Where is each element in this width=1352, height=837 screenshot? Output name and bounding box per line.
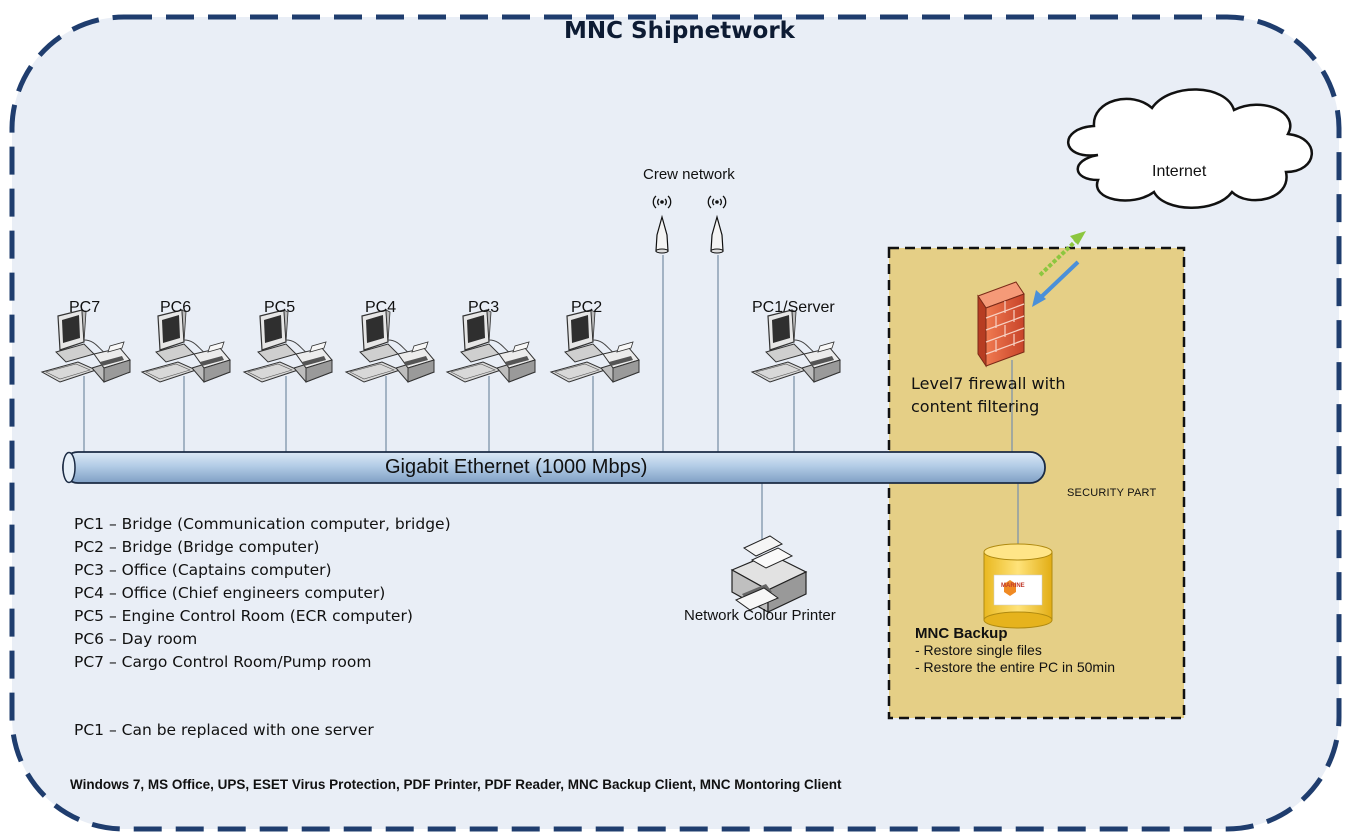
- connection-lines: [83, 255, 1019, 545]
- upload-arrow: [1038, 235, 1082, 277]
- network-printer-icon: [730, 535, 808, 614]
- legend-note: PC1 – Can be replaced with one server: [74, 721, 374, 739]
- internet-cloud: [1067, 88, 1313, 209]
- pc1-server-label: PC1/Server: [752, 299, 835, 316]
- ethernet-label: Gigabit Ethernet (1000 Mbps): [385, 456, 648, 478]
- backup-database-icon: [983, 543, 1053, 629]
- pc-legend: PC1 – Bridge (Communication computer, br…: [74, 513, 451, 674]
- pc2-label: PC2: [571, 299, 603, 316]
- backup-line: - Restore the entire PC in 50min: [915, 659, 1115, 675]
- legend-item: PC5 – Engine Control Room (ECR computer): [74, 607, 413, 625]
- backup-logo-text: MARINE: [1001, 583, 1025, 589]
- pc5-label: PC5: [264, 299, 296, 316]
- pc7-label: PC7: [69, 299, 101, 316]
- firewall-label: Level7 firewall with content filtering: [911, 372, 1065, 418]
- legend-item: PC7 – Cargo Control Room/Pump room: [74, 653, 372, 671]
- firewall-label-line: content filtering: [911, 397, 1040, 416]
- firewall-label-line: Level7 firewall with: [911, 374, 1066, 393]
- security-part-label: SECURITY PART: [1067, 487, 1157, 499]
- download-arrow: [1036, 260, 1080, 302]
- legend-item: PC2 – Bridge (Bridge computer): [74, 538, 320, 556]
- backup-title: MNC Backup: [915, 625, 1008, 642]
- legend-item: PC4 – Office (Chief engineers computer): [74, 584, 386, 602]
- backup-line: - Restore single files: [915, 642, 1042, 658]
- legend-item: PC3 – Office (Captains computer): [74, 561, 332, 579]
- legend-item: PC6 – Day room: [74, 630, 198, 648]
- firewall-icon: [977, 281, 1025, 368]
- pc6-label: PC6: [160, 299, 192, 316]
- software-footer: Windows 7, MS Office, UPS, ESET Virus Pr…: [70, 777, 842, 792]
- ethernet-backbone: [62, 451, 1046, 484]
- internet-label: Internet: [1152, 163, 1207, 180]
- crew-network-label: Crew network: [643, 166, 735, 183]
- backup-description: MNC Backup - Restore single files - Rest…: [915, 625, 1115, 676]
- pc3-label: PC3: [468, 299, 500, 316]
- diagram-title: MNC Shipnetwork: [564, 18, 795, 44]
- legend-item: PC1 – Bridge (Communication computer, br…: [74, 515, 451, 533]
- pc4-label: PC4: [365, 299, 397, 316]
- network-printer-label: Network Colour Printer: [684, 607, 836, 624]
